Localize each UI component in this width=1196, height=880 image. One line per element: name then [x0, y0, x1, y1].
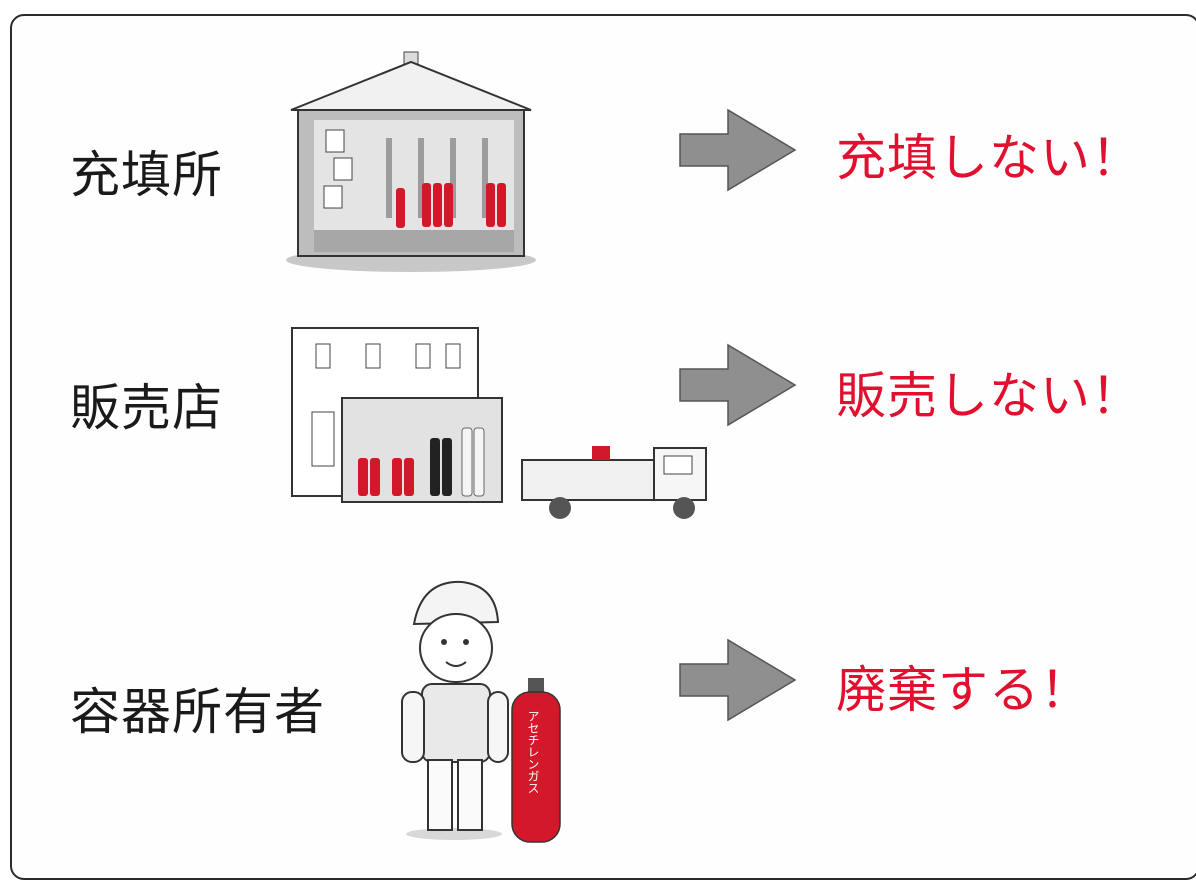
action-no-filling: 充填しない！ — [836, 129, 1142, 187]
arrow-icon — [679, 108, 797, 192]
filling-station-illustration — [286, 51, 536, 272]
acetylene-cylinder-illustration — [511, 678, 561, 843]
subject-retailer: 販売店 — [70, 379, 223, 437]
arrow-icon — [679, 638, 797, 722]
action-no-sale: 販売しない！ — [836, 367, 1142, 425]
arrow-icon — [679, 343, 797, 427]
action-dispose: 廃棄する！ — [836, 661, 1091, 719]
cylinder-label: アセチレンガス — [526, 710, 540, 794]
subject-container-owner: 容器所有者 — [70, 683, 325, 741]
retailer-illustration — [291, 327, 707, 519]
subject-filling-station: 充填所 — [70, 146, 223, 204]
worker-illustration — [401, 580, 509, 840]
